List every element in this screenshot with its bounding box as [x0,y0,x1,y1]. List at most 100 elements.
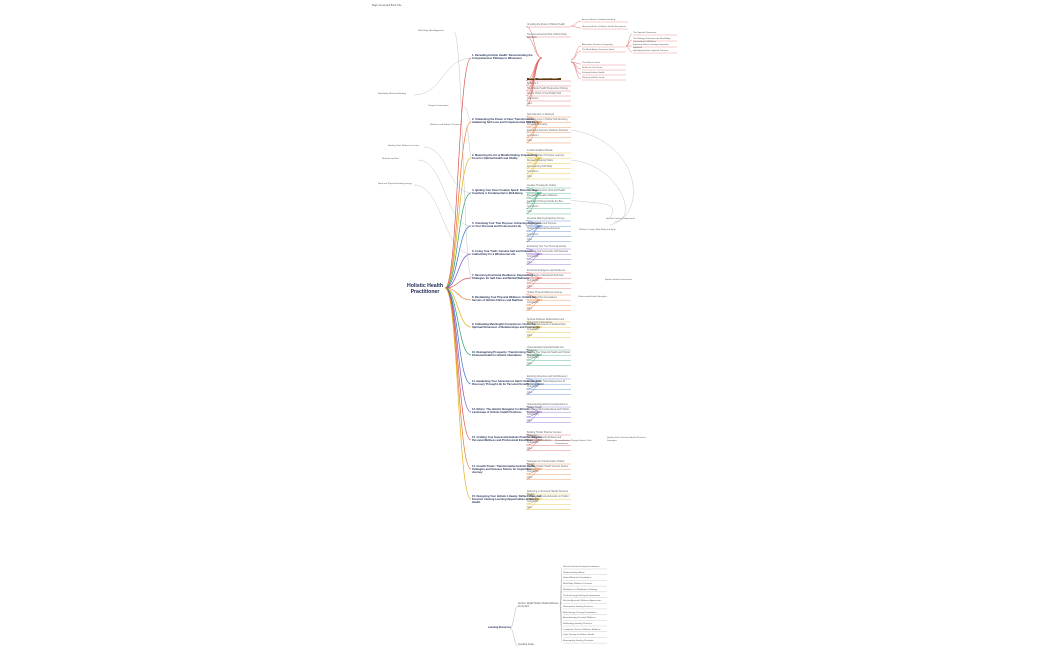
chapter-5-topic-1[interactable]: Personal Meaning Exploring Journey [527,218,571,221]
chapter-2[interactable]: 2. Unleashing the Power of Inner Transfo… [472,118,542,124]
chapter-12-topic-1[interactable]: Understanding Ethical Considerations in … [527,404,571,410]
chapter-1-topic-8[interactable]: Q&A [527,103,571,106]
chapter-2-topic-5[interactable]: Conclusion [527,135,571,138]
chapter-5-topic-3[interactable]: Holistic Vocational Development [527,228,571,231]
ch1-vision-leaf-2[interactable]: Health for Life Vision [582,67,626,70]
ch1-vision-leaf-1[interactable]: The Holistic Vision [582,62,626,65]
chapter-11-topic-1[interactable]: Exploring Adventure and Self-Discovery [527,376,571,379]
chapter-8-topic-4[interactable]: Q&A [527,308,571,311]
side-label-1[interactable]: Mind Body Mind and Healing [378,93,420,96]
chapter-1[interactable]: 1. Revealing Holistic Health: Demonstrat… [472,54,542,60]
chapter-3[interactable]: 3. Mastering the Art of Mindful Eating: … [472,154,542,160]
chapter-5-topic-2[interactable]: Aligning Values and Purpose [527,223,571,226]
chapter-11-topic-3[interactable]: Conclusion [527,386,571,389]
side-note-1[interactable]: Holistic Practices Understood [606,218,648,221]
chapter-12[interactable]: 12. Ethics: The Holistic Navigator for E… [472,408,542,414]
chapter-3-topic-5[interactable]: Conclusion [527,171,571,174]
root-node[interactable]: Holistic Health Practitioner [406,283,444,295]
chapter-11-topic-2[interactable]: Engaging New Travel Experiences for Pers… [527,381,571,387]
resource-1[interactable]: Holistic Nutrition Healing Foundations [563,566,607,569]
resource-3[interactable]: Herbal Medicine Foundations [563,577,607,580]
chapter-15-topic-1[interactable]: Reflecting on Personal Holistic Wellness… [527,491,571,497]
top-left-title[interactable]: Begin Generated Book Title› [372,4,403,7]
chapter-7-topic-2[interactable]: The Practice of Emotional Self-Care [527,275,571,278]
chapter-14-topic-1[interactable]: Strategies for Transformative Holistic G… [527,461,571,467]
side-label-5[interactable]: Nutrition and Diet [382,158,424,161]
chapter-9-topic-4[interactable]: Q&A [527,335,571,338]
ch1-web-leaf-5[interactable]: Exploring Holistic Healing Integration E… [633,44,677,49]
chapter-6[interactable]: 6. Living Your Truth: Genuine Self and E… [472,250,542,256]
ch1-web-leaf-6[interactable]: Identifying Holistic Spiritual Practices [633,50,677,53]
chapter-9[interactable]: 9. Cultivating Meaningful Connections: U… [472,323,542,329]
chapter-4-topic-6[interactable]: Q&A [527,211,571,214]
chapter-8-topic-1[interactable]: Holistic Physical Wellness Journey [527,292,571,295]
chapter-6-topic-3[interactable]: Conclusion [527,256,571,259]
chapter-1-topic-4[interactable]: Embrace It [527,83,571,86]
resource-10[interactable]: Aromatherapy Essential Wellness [563,617,607,620]
chapter-14-topic-2[interactable]: Inspiring Holistic Health Success Storie… [527,466,571,472]
side-label-7[interactable]: Mind Body Spirit Approach [418,30,460,33]
side-note-6[interactable]: Personalization Through Holistic Path De… [555,440,597,445]
chapter-1-topic-3[interactable]: Energy Healers Are Knowers [527,78,571,81]
chapter-9-topic-3[interactable]: Conclusion [527,329,571,332]
resource-14[interactable]: Homeopathy Healing Principles [563,640,607,643]
bottom-sub-1[interactable]: Section: Digital Holistic Health Wellnes… [518,603,559,608]
chapter-7[interactable]: 7. Restoring Emotional Resilience: Empow… [472,274,542,280]
chapter-4-topic-1[interactable]: Creative Therapeutic Outlets [527,185,571,188]
chapter-10-topic-3[interactable]: Conclusion [527,357,571,360]
chapter-2-topic-1[interactable]: Self-reflection on Wellness [527,114,571,117]
resource-12[interactable]: Traditional Chinese Wellness Medicine [563,629,607,632]
chapter-7-topic-1[interactable]: Emotional Intelligence and Resilience [527,270,571,273]
chapter-5-topic-5[interactable]: Q&A [527,239,571,242]
chapter-2-topic-4[interactable]: Embracing Self-Care Wellness Practices [527,130,571,133]
chapter-3-topic-6[interactable]: Q&A [527,176,571,179]
chapter-2-topic-2[interactable]: Finding a Love in Holistic Self-Nurturin… [527,119,571,125]
chapter-10[interactable]: 10. Reimagining Prosperity: Transforming… [472,351,542,357]
chapter-3-topic-4[interactable]: Reconnecting With Body [527,166,571,169]
chapter-1-topic-7[interactable]: Conclusion [527,98,571,101]
chapter-10-topic-4[interactable]: Q&A [527,363,571,366]
chapter-14-topic-4[interactable]: Q&A [527,477,571,480]
chapter-2-topic-3[interactable]: Personal Journaling [527,124,571,127]
chapter-2-topic-6[interactable]: Q&A [527,140,571,143]
chapter-3-topic-1[interactable]: Intuitive Mealtime Rituals [527,150,571,153]
chapter-15-topic-3[interactable]: Conclusion [527,501,571,504]
chapter-5-topic-4[interactable]: Conclusion [527,234,571,237]
side-label-2[interactable]: Chapter Connections [428,105,470,108]
bottom-sub-2[interactable]: Teaching Guide [518,644,534,646]
ch1-vision-leaf-4[interactable]: Planning Holistic Goals [582,77,626,80]
chapter-14-topic-3[interactable]: Conclusion [527,471,571,474]
chapter-6-topic-4[interactable]: Q&A [527,262,571,265]
side-note-3[interactable]: Explore Holistic Intervention [605,279,647,282]
side-note-2[interactable]: Wellness Trinity: Mind Body and Spirit [579,229,621,232]
side-label-6[interactable]: Spirit and Physical Healing Energy [378,183,420,186]
side-label-4[interactable]: Healing Tools Wellness Lessons [388,145,430,148]
chapter-13-topic-2[interactable]: Balancing Personal Wellness and Professi… [527,437,571,443]
chapter-6-topic-1[interactable]: Embracing Your True Personal Identity [527,246,571,249]
resource-7[interactable]: Holistic Ayurveda Wellness Approaches [563,600,607,603]
chapter-4[interactable]: 4. Igniting Your Inner Creative Spark: D… [472,189,542,195]
chapter-4-topic-4[interactable]: Exploring Thinking Outside the Box [527,201,571,204]
chapter-13-topic-3[interactable]: Conclusion [527,442,571,445]
chapter-3-topic-3[interactable]: Recovering Eating Habits [527,160,571,163]
chapter-8-topic-3[interactable]: Conclusion [527,302,571,305]
chapter-8[interactable]: 8. Revitalizing Your Physical Wellness: … [472,296,542,302]
chapter-3-topic-2[interactable]: Mindful Nutrition Principles Learning [527,155,571,158]
chapter-11-topic-4[interactable]: Q&A [527,392,571,395]
chapter-4-topic-2[interactable]: The Interconnection of Art and Health [527,190,571,193]
ch1-vision-leaf-3[interactable]: Defining Holistic Health [582,72,626,75]
chapter-1-topic-2[interactable]: The Interconnected Web of Mind, Body and… [527,34,571,40]
chapter-1-topic-5[interactable]: The Holistic Health Perspective Offering [527,88,571,91]
chapter-7-topic-4[interactable]: Q&A [527,286,571,289]
resource-6[interactable]: Chakra Energy Healing Fundamentals [563,595,607,598]
chapter-15-topic-2[interactable]: Planning Continuing Education in Holisti… [527,496,571,502]
chapter-15-topic-4[interactable]: Q&A [527,507,571,510]
chapter-1-topic-1[interactable]: Unveiling the Roots of Holistic Health [527,24,571,27]
chapter-8-topic-2[interactable]: Holistic Nutrition Foundations [527,297,571,300]
chapter-1-topic-6[interactable]: Set the Vision of Your Bodily Path [527,93,571,96]
side-note-4[interactable]: Professional Health Strengths [578,296,620,299]
chapter-5[interactable]: 5. Unlocking Your True Purpose: Achievin… [472,222,542,228]
chapter-7-topic-3[interactable]: Conclusion [527,280,571,283]
chapter-13-topic-1[interactable]: Building Holistic Practice Success Strat… [527,432,571,438]
resource-4[interactable]: Mind Body Wellness Practices [563,583,607,586]
